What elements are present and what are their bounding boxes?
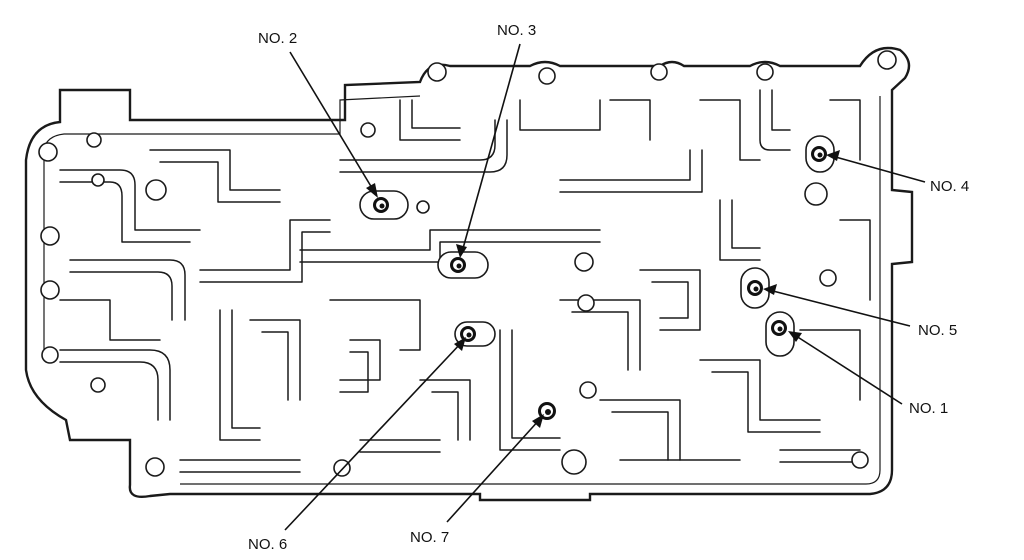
leader-lines <box>284 43 926 531</box>
check-ball-no3 <box>437 251 489 279</box>
leader-no2 <box>289 51 376 194</box>
arrow-no7 <box>532 414 544 428</box>
label-no7: NO. 7 <box>410 529 449 546</box>
arrow-no2 <box>366 183 378 198</box>
check-ball-no4 <box>805 135 835 173</box>
leader-no5 <box>768 289 911 327</box>
label-no3: NO. 3 <box>497 22 536 39</box>
leader-no6 <box>284 341 463 531</box>
arrow-no3 <box>456 244 467 258</box>
check-ball-no1 <box>765 311 795 357</box>
arrow-no1 <box>788 331 802 342</box>
leader-no7 <box>446 418 541 523</box>
label-no4: NO. 4 <box>930 178 969 195</box>
bolt-holes <box>38 50 897 477</box>
label-no1: NO. 1 <box>909 400 948 417</box>
label-no5: NO. 5 <box>918 322 957 339</box>
label-no6: NO. 6 <box>248 536 287 553</box>
label-no2: NO. 2 <box>258 30 297 47</box>
check-ball-no2 <box>359 190 409 220</box>
arrow-no4 <box>826 150 840 161</box>
fluid-passages <box>59 89 871 473</box>
leader-no1 <box>792 333 903 405</box>
check-ball-no5 <box>740 267 770 309</box>
arrow-no5 <box>763 284 777 295</box>
callout-labels: NO. 2 NO. 3 NO. 4 NO. 5 NO. 1 NO. 6 NO. … <box>248 22 969 553</box>
leader-no4 <box>831 155 926 183</box>
arrow-no6 <box>454 337 466 351</box>
leader-no3 <box>461 43 521 253</box>
